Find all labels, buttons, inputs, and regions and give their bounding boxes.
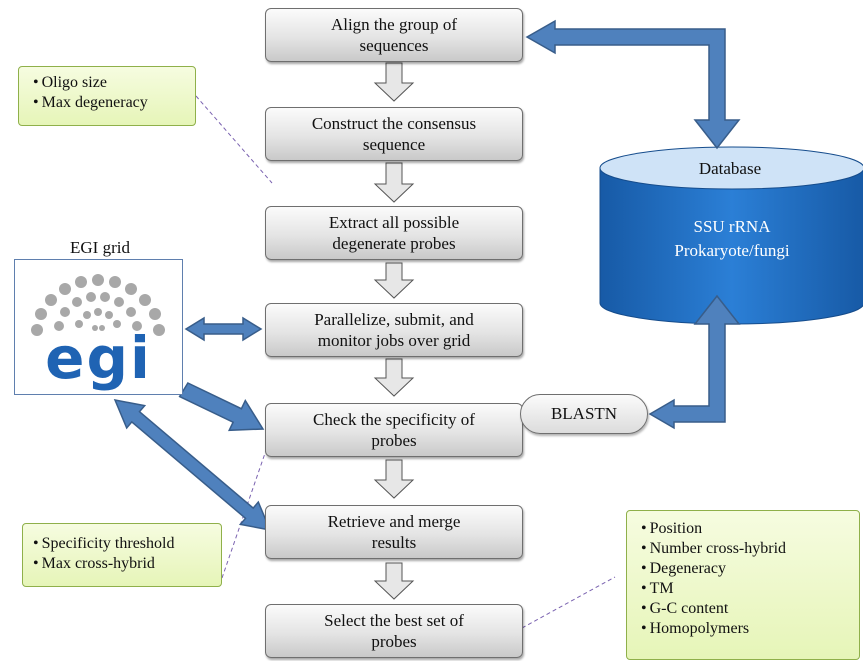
down-arrow-5 <box>373 459 415 499</box>
note-item: Number cross-hybrid <box>641 539 859 559</box>
down-arrow-1 <box>373 62 415 102</box>
database-title: Database <box>698 159 762 178</box>
step-retrieve-merge: Retrieve and merge results <box>265 505 523 559</box>
database-line-2: Prokaryote/fungi <box>674 241 790 260</box>
note-item: Max cross-hybrid <box>33 554 221 574</box>
blastn-database-arrow <box>648 294 741 430</box>
note-item: Oligo size <box>33 73 195 93</box>
egi-grid-title: EGI grid <box>70 238 130 257</box>
note-specificity-parameters: Specificity threshold Max cross-hybrid <box>22 523 222 587</box>
down-arrow-6 <box>373 562 415 600</box>
egi-check-arrow <box>178 382 265 432</box>
step-select-best: Select the best set of probes <box>265 604 523 658</box>
database-cylinder <box>599 146 863 325</box>
step-align-sequences: Align the group of sequences <box>265 8 523 62</box>
selection-note-leader <box>521 576 616 629</box>
down-arrow-2 <box>373 162 415 203</box>
egi-dots-graphic <box>31 274 165 336</box>
down-arrow-3 <box>373 262 415 299</box>
step-construct-consensus: Construct the consensus sequence <box>265 107 523 161</box>
step-extract-probes: Extract all possible degenerate probes <box>265 206 523 260</box>
align-database-arrow <box>525 19 741 150</box>
note-oligo-parameters: Oligo size Max degeneracy <box>18 66 196 126</box>
note-item: G-C content <box>641 599 859 619</box>
oligo-note-leader <box>195 95 273 184</box>
egi-parallelize-arrow <box>184 316 263 342</box>
note-item: Degeneracy <box>641 559 859 579</box>
specificity-note-leader <box>221 432 273 579</box>
note-item: Max degeneracy <box>33 93 195 113</box>
note-item: TM <box>641 579 859 599</box>
step-parallelize-jobs: Parallelize, submit, and monitor jobs ov… <box>265 303 523 357</box>
note-selection-criteria: Position Number cross-hybrid Degeneracy … <box>626 510 860 660</box>
egi-logo-text: egi <box>45 324 152 392</box>
egi-logo: egi <box>14 259 183 395</box>
note-item: Specificity threshold <box>33 534 221 554</box>
step-check-specificity: Check the specificity of probes <box>265 403 523 457</box>
note-item: Position <box>641 519 859 539</box>
blastn-node: BLASTN <box>520 394 648 434</box>
note-item: Homopolymers <box>641 619 859 639</box>
down-arrow-4 <box>373 358 415 397</box>
database-line-1: SSU rRNA <box>693 217 771 236</box>
